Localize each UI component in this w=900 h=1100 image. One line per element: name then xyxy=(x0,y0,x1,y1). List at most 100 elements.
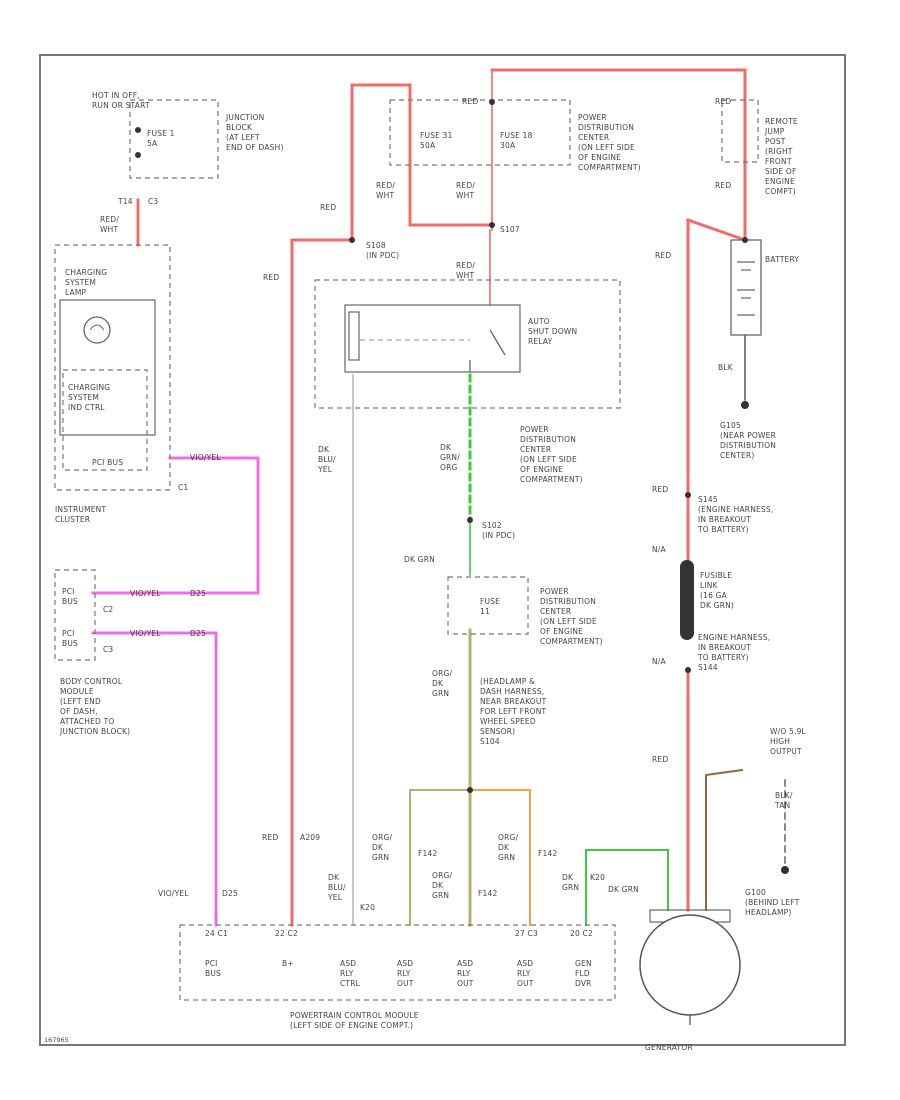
pcm-pin-label: 20 C2 xyxy=(570,929,593,938)
label-dk-grn-1: DK GRN xyxy=(404,555,435,564)
pcm-pin-label: 24 C1 xyxy=(205,929,228,938)
label-d25-2: D25 xyxy=(190,629,206,638)
label-blk: BLK xyxy=(718,363,734,372)
battery-symbol xyxy=(730,239,762,336)
instrument-cluster-box xyxy=(54,244,171,491)
label-diagram-id: 167965 xyxy=(44,1036,69,1044)
label-wire-red-wht-1: RED/WHT xyxy=(100,215,119,234)
label-c3: C3 xyxy=(148,197,158,206)
label-c3-bcm: C3 xyxy=(103,645,113,654)
label-f142-2: F142 xyxy=(478,889,497,898)
pdc-mid-box xyxy=(314,279,621,409)
label-s102: S102(IN PDC) xyxy=(482,521,515,540)
wire-red-b+ xyxy=(290,238,354,927)
wire-red-battery-gen xyxy=(686,218,747,242)
label-red-6: RED xyxy=(262,833,278,842)
label-d25-3: D25 xyxy=(222,889,238,898)
asd-relay-box xyxy=(344,304,521,373)
label-red-wht-2: RED/WHT xyxy=(376,181,395,200)
relay-symbol xyxy=(348,311,506,372)
label-red-top: RED xyxy=(462,97,478,106)
fusible-link xyxy=(680,560,694,640)
pcm-box xyxy=(179,924,616,1001)
wire-brown-ground xyxy=(705,768,744,911)
label-red-2: RED xyxy=(263,273,279,282)
charging-ctrl-box xyxy=(62,369,148,471)
label-vio-yel-3: VIO/YEL xyxy=(130,629,161,638)
bcm-box xyxy=(54,569,96,661)
generator-symbol xyxy=(639,909,741,1025)
label-vio-yel-4: VIO/YEL xyxy=(158,889,189,898)
label-t14: T14 xyxy=(117,197,133,206)
label-red-wht-4: RED/WHT xyxy=(456,261,475,280)
wire-red-fuse31 xyxy=(350,83,494,227)
label-blk-tan: BLK/TAN xyxy=(774,791,793,810)
label-s108: S108(IN PDC) xyxy=(366,241,399,260)
splice-dots xyxy=(135,99,789,874)
label-red-remote-2: RED xyxy=(715,181,731,190)
wire-pink-pci-1 xyxy=(91,456,260,595)
label-f142-1: F142 xyxy=(418,849,437,858)
wire-red-top xyxy=(490,68,747,242)
label-k20-b: K20 xyxy=(590,873,605,882)
diagram-frame xyxy=(39,54,846,1046)
label-pcm: POWERTRAIN CONTROL MODULE(LEFT SIDE OF E… xyxy=(290,1011,419,1030)
pcm-pin-label: 27 C3 xyxy=(515,929,538,938)
label-red-1: RED xyxy=(320,203,336,212)
wire-org-dk-grn-right xyxy=(469,789,531,926)
label-red-4: RED xyxy=(652,485,668,494)
pdc-top-box xyxy=(389,99,571,166)
junction-block-box xyxy=(129,99,219,179)
remote-jump-box xyxy=(721,99,759,163)
label-c2-bcm: C2 xyxy=(103,605,113,614)
label-vio-yel-2: VIO/YEL xyxy=(130,589,161,598)
label-pci-bus-ic: PCI BUS xyxy=(92,458,123,467)
wires xyxy=(91,68,786,927)
label-red-3: RED xyxy=(655,251,671,260)
wire-pink-pci-2 xyxy=(91,631,218,927)
pcm-pin-label: 22 C2 xyxy=(275,929,298,938)
label-battery: BATTERY xyxy=(765,255,799,264)
component-boxes xyxy=(54,99,759,1001)
label-f142-3: F142 xyxy=(538,849,557,858)
label-vio-yel-1: VIO/YEL xyxy=(190,453,221,462)
label-na-2: N/A xyxy=(652,657,667,666)
label-dk-grn-3: DK GRN xyxy=(608,885,639,894)
label-red-5: RED xyxy=(652,755,668,764)
